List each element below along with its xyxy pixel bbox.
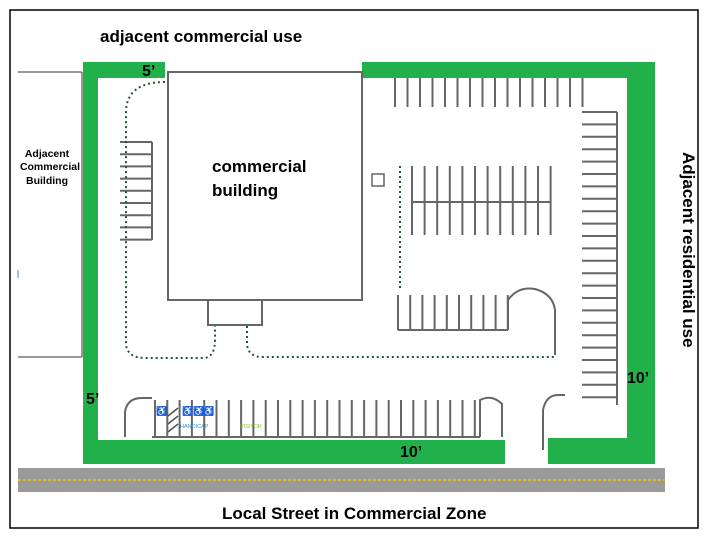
buffer-strip bbox=[548, 438, 655, 464]
curb-islands bbox=[124, 287, 565, 450]
adjacent-building-label-1: Adjacent bbox=[25, 148, 70, 160]
adjacent-residential-use-label: Adjacent residential use bbox=[679, 152, 698, 348]
adjacent-building-label-2: Commercial bbox=[20, 161, 80, 173]
pedestrian-walkways bbox=[125, 81, 555, 359]
curb-island-lot bbox=[507, 287, 556, 355]
buffer-strip bbox=[83, 62, 98, 462]
building-label-1: commercial bbox=[212, 157, 307, 176]
adjacent-building-outline bbox=[17, 71, 83, 358]
handicap-stalls: ♿ ♿ ♿ ♿ HANDICAP VISITOR bbox=[156, 405, 262, 433]
frame bbox=[9, 9, 699, 529]
curb-island-right bbox=[542, 394, 565, 450]
handicap-icon: ♿ bbox=[203, 405, 214, 416]
handicap-label: HANDICAP bbox=[180, 424, 209, 430]
setback-right-label: 10’ bbox=[627, 370, 649, 387]
building-label-2: building bbox=[212, 181, 278, 200]
commercial-building bbox=[167, 71, 363, 301]
setback-bottom-label: 10’ bbox=[400, 444, 422, 461]
curb-island-middle bbox=[479, 396, 503, 437]
curb-island-left bbox=[124, 397, 152, 437]
adjacent-commercial-use-label: adjacent commercial use bbox=[100, 27, 302, 46]
handicap-icon: ♿ bbox=[193, 405, 204, 416]
visitor-label: VISITOR bbox=[240, 424, 262, 430]
handicap-icon: ♿ bbox=[182, 405, 193, 416]
buffer-strip bbox=[83, 62, 165, 78]
street-label: Local Street in Commercial Zone bbox=[222, 504, 487, 523]
building-entrance bbox=[207, 299, 263, 326]
parking-stalls bbox=[120, 78, 618, 438]
buffer-strip bbox=[83, 440, 505, 464]
landscape-buffer bbox=[83, 62, 655, 464]
adjacent-building-label-3: Building bbox=[26, 175, 68, 187]
buffer-strip bbox=[627, 62, 655, 462]
utility-box bbox=[371, 173, 385, 187]
buffer-strip bbox=[362, 62, 655, 78]
setback-left-label: 5’ bbox=[86, 391, 99, 408]
handicap-icon: ♿ bbox=[156, 405, 167, 416]
setback-top-label: 5’ bbox=[142, 63, 155, 80]
